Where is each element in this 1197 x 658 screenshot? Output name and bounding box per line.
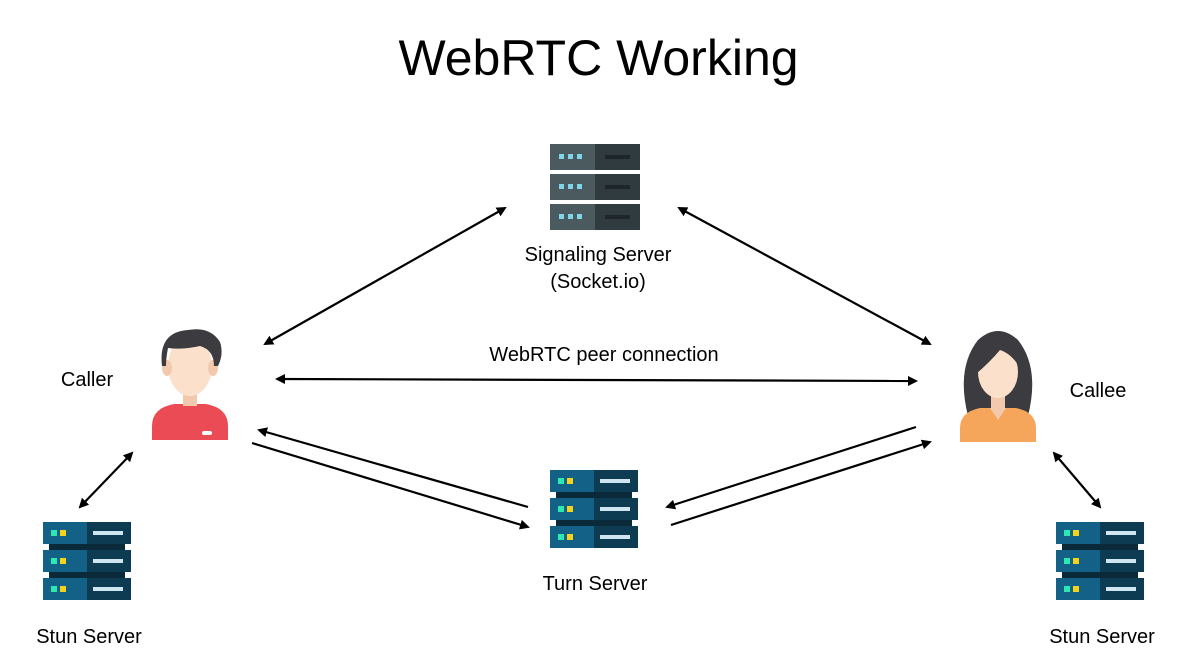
server-unit [43, 578, 131, 600]
peer-connection-arrow [275, 374, 918, 386]
peer-connection-label: WebRTC peer connection [489, 344, 719, 366]
callee-to-turn-arrow [665, 425, 917, 510]
turn-to-callee-arrow [670, 439, 932, 527]
signaling-server-icon [550, 144, 640, 230]
stun-server-left-label: Stun Server [36, 626, 142, 648]
callee-label: Callee [1069, 380, 1127, 402]
caller-hair [161, 329, 222, 366]
stun-server-right-icon [1056, 522, 1144, 600]
male-user-icon [152, 329, 228, 440]
diagram-title: WebRTC Working [398, 30, 799, 86]
server-unit [550, 174, 640, 200]
server-unit [1056, 522, 1144, 544]
server-unit [1056, 550, 1144, 572]
stun-server-left-icon [43, 522, 131, 600]
caller-stun-arrow [78, 451, 134, 509]
callee-shirt [960, 408, 1036, 442]
caller-to-turn-arrow [251, 441, 530, 530]
turn-server-label: Turn Server [542, 573, 648, 595]
female-user-icon [960, 331, 1036, 442]
server-unit [1056, 578, 1144, 600]
stun-server-right-label: Stun Server [1049, 626, 1155, 648]
caller-signaling-arrow [263, 207, 507, 345]
callee-stun-arrow [1052, 451, 1102, 509]
server-unit [550, 526, 638, 548]
server-unit [550, 204, 640, 230]
turn-to-caller-arrow [257, 427, 529, 509]
server-unit [550, 498, 638, 520]
server-unit [550, 144, 640, 170]
caller-label: Caller [60, 369, 114, 391]
server-unit [43, 550, 131, 572]
server-unit [43, 522, 131, 544]
signaling-server-label: Signaling Server (Socket.io) [524, 244, 672, 293]
callee-hair-front [975, 340, 1020, 374]
server-unit [550, 470, 638, 492]
caller-shirt [152, 404, 228, 440]
turn-server-icon [550, 470, 638, 548]
signaling-callee-arrow [677, 207, 932, 345]
